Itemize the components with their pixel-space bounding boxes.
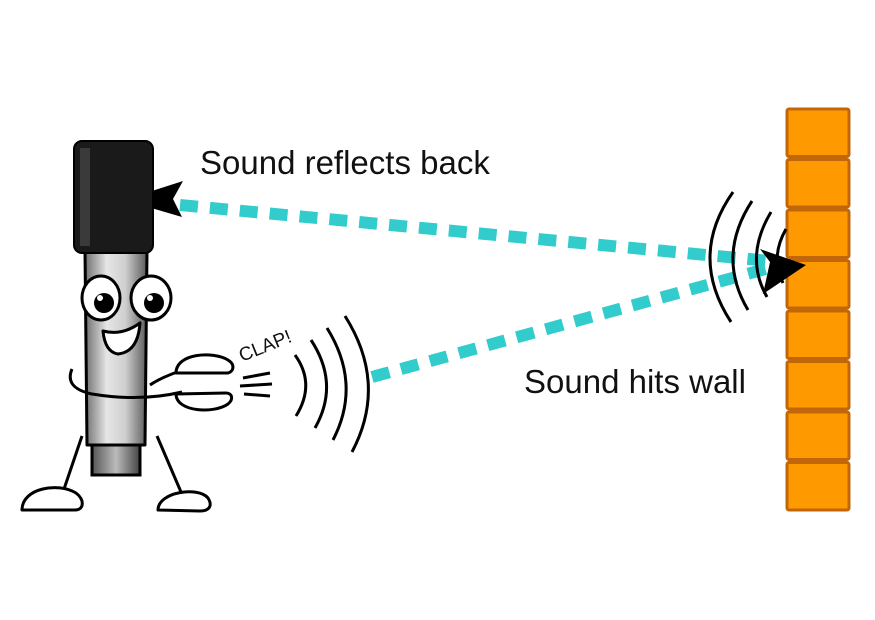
smiling-mouth bbox=[101, 321, 142, 356]
wall-brick bbox=[785, 360, 851, 411]
left-foot bbox=[20, 486, 84, 512]
microphone-character bbox=[20, 140, 273, 513]
right-foot bbox=[156, 490, 212, 513]
right-leg bbox=[155, 435, 183, 493]
left-arm bbox=[68, 368, 183, 400]
mic-head bbox=[73, 140, 154, 254]
left-leg bbox=[61, 435, 84, 493]
clapping-hand-bottom bbox=[174, 391, 234, 412]
wall-brick bbox=[785, 158, 851, 209]
sound-path bbox=[179, 199, 782, 383]
arrowhead-at-wall bbox=[760, 249, 806, 294]
clap-text: CLAP! bbox=[236, 327, 295, 367]
clap-motion-lines bbox=[239, 371, 273, 398]
clap-sound-waves bbox=[293, 315, 370, 453]
mic-bottom-cap bbox=[90, 443, 142, 477]
label-sound-hits-wall: Sound hits wall bbox=[524, 363, 746, 400]
wall-brick bbox=[785, 259, 851, 310]
sound-ray-outgoing bbox=[370, 259, 782, 383]
wall-brick bbox=[785, 208, 851, 259]
wall-brick bbox=[785, 410, 851, 461]
mic-head-shine bbox=[80, 148, 90, 246]
wall-brick bbox=[785, 107, 851, 158]
left-eye bbox=[80, 274, 122, 322]
label-sound-reflects-back: Sound reflects back bbox=[200, 144, 490, 181]
wall-brick bbox=[785, 461, 851, 512]
brick-wall bbox=[785, 107, 851, 512]
right-eye bbox=[129, 274, 173, 322]
sound-ray-reflected bbox=[179, 199, 781, 268]
clapping-hand-top bbox=[174, 353, 235, 375]
wall-brick bbox=[785, 309, 851, 360]
